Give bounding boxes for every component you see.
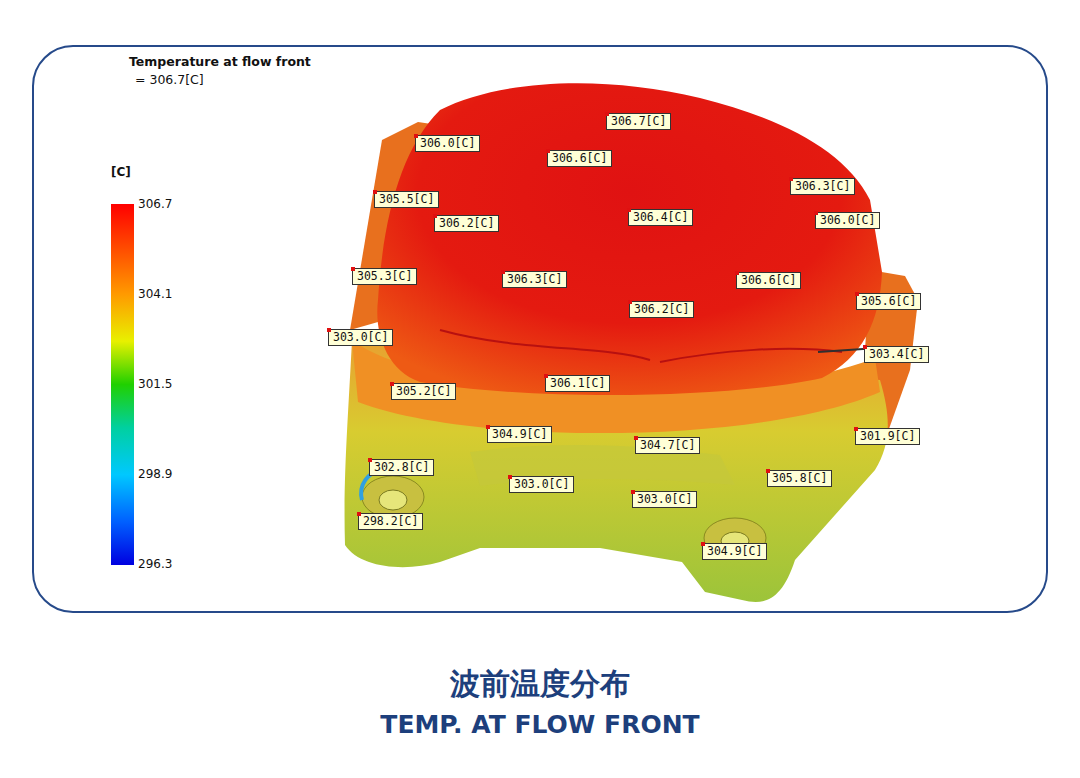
probe-dot bbox=[433, 214, 437, 218]
probe-dot bbox=[501, 270, 505, 274]
probe-dot bbox=[508, 475, 512, 479]
temperature-callout: 303.0[C] bbox=[632, 491, 697, 508]
tick-label: 298.9 bbox=[138, 467, 172, 481]
probe-dot bbox=[855, 292, 859, 296]
temperature-callout: 305.2[C] bbox=[391, 383, 456, 400]
temperature-callout: 298.2[C] bbox=[358, 513, 423, 530]
title: 波前温度分布 bbox=[0, 664, 1080, 705]
probe-dot bbox=[634, 436, 638, 440]
temperature-callout: 306.2[C] bbox=[629, 301, 694, 318]
temperature-callout: 303.4[C] bbox=[864, 346, 929, 363]
tick-label: 296.3 bbox=[138, 557, 172, 571]
probe-dot bbox=[544, 374, 548, 378]
tick-label: 301.5 bbox=[138, 377, 172, 391]
panel bbox=[33, 46, 1047, 612]
temperature-callout: 304.7[C] bbox=[635, 437, 700, 454]
temperature-callout: 304.9[C] bbox=[702, 543, 767, 560]
probe-dot bbox=[701, 542, 705, 546]
temperature-callout: 306.2[C] bbox=[434, 215, 499, 232]
temperature-callout: 306.7[C] bbox=[606, 113, 671, 130]
temperature-callout: 306.3[C] bbox=[502, 271, 567, 288]
header: Temperature at flow front bbox=[129, 54, 311, 69]
probe-dot bbox=[766, 469, 770, 473]
temperature-callout: 306.6[C] bbox=[736, 272, 801, 289]
tick-label: 304.1 bbox=[138, 287, 172, 301]
probe-dot bbox=[628, 300, 632, 304]
temperature-callout: 304.9[C] bbox=[487, 426, 552, 443]
temperature-callout: 306.4[C] bbox=[628, 209, 693, 226]
temperature-callout: 305.3[C] bbox=[352, 268, 417, 285]
header: = 306.7[C] bbox=[135, 72, 204, 87]
probe-dot bbox=[863, 345, 867, 349]
probe-dot bbox=[789, 177, 793, 181]
probe-dot bbox=[605, 112, 609, 116]
probe-dot bbox=[546, 149, 550, 153]
dome bbox=[377, 83, 882, 395]
temperature-callout: 303.0[C] bbox=[328, 329, 393, 346]
color-bar bbox=[111, 204, 134, 565]
temperature-callout: 306.3[C] bbox=[790, 178, 855, 195]
temperature-callout: 302.8[C] bbox=[369, 459, 434, 476]
temperature-callout: 306.1[C] bbox=[545, 375, 610, 392]
edge-line bbox=[440, 330, 842, 362]
probe-dot bbox=[368, 458, 372, 462]
temperature-callout: 306.0[C] bbox=[815, 212, 880, 229]
probe-dot bbox=[357, 512, 361, 516]
temperature-callout: 303.0[C] bbox=[509, 476, 574, 493]
temperature-callout: 301.9[C] bbox=[855, 428, 920, 445]
part-model bbox=[345, 83, 918, 602]
bolt-hole bbox=[362, 476, 424, 518]
probe-dot bbox=[327, 328, 331, 332]
unit-label: [C] bbox=[111, 165, 131, 179]
temperature-callout: 306.6[C] bbox=[547, 150, 612, 167]
temperature-callout: 305.5[C] bbox=[374, 191, 439, 208]
tick-label: 306.7 bbox=[138, 197, 172, 211]
probe-dot bbox=[414, 134, 418, 138]
probe-dot bbox=[351, 267, 355, 271]
probe-dot bbox=[854, 427, 858, 431]
temperature-callout: 305.6[C] bbox=[856, 293, 921, 310]
caption: TEMP. AT FLOW FRONT bbox=[0, 710, 1080, 739]
probe-dot bbox=[373, 190, 377, 194]
probe-dot bbox=[627, 208, 631, 212]
probe-dot bbox=[390, 382, 394, 386]
probe-dot bbox=[814, 211, 818, 215]
probe-dot bbox=[631, 490, 635, 494]
bolt-hole bbox=[379, 490, 407, 510]
probe-dot bbox=[735, 271, 739, 275]
probe-dot bbox=[486, 425, 490, 429]
temperature-callout: 305.8[C] bbox=[767, 470, 832, 487]
temperature-callout: 306.0[C] bbox=[415, 135, 480, 152]
